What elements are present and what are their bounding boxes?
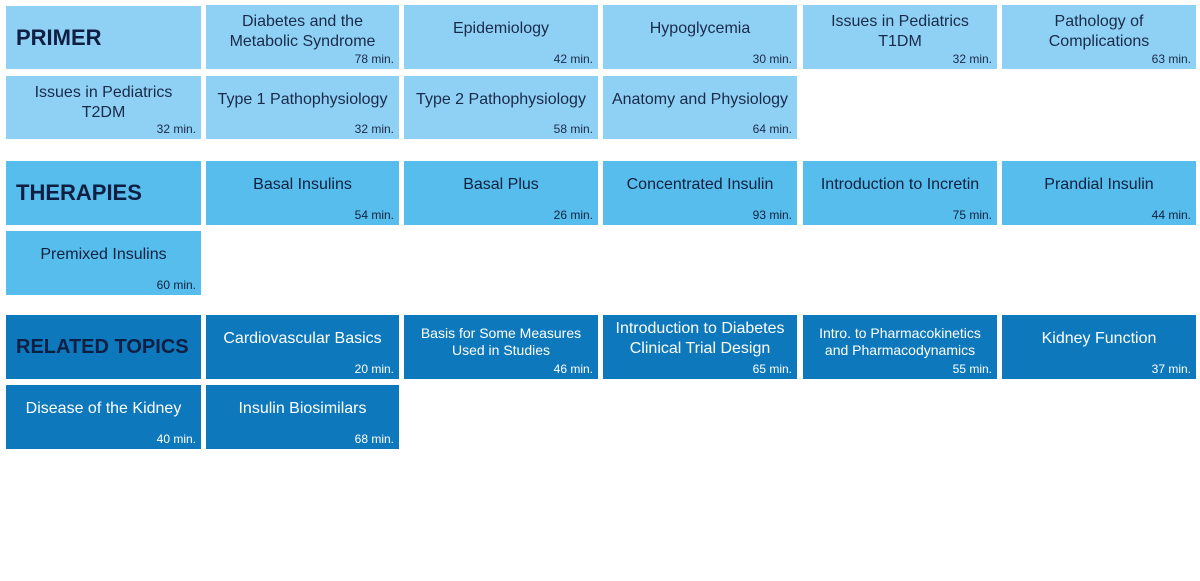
course-tile-cardiovascular-basics[interactable]: Cardiovascular Basics 20 min. <box>206 315 399 379</box>
course-title: Epidemiology <box>452 20 550 37</box>
course-title: Type 1 Pathophysiology <box>217 91 388 108</box>
course-duration: 30 min. <box>752 52 792 66</box>
course-tile-prandial-insulin[interactable]: Prandial Insulin 44 min. <box>1002 161 1196 225</box>
section-heading-therapies: THERAPIES <box>6 161 201 225</box>
course-tile-measures-studies[interactable]: Basis for Some Measures Used in Studies … <box>404 315 598 379</box>
course-title: Cardiovascular Basics <box>223 330 382 347</box>
course-title: Prandial Insulin <box>1044 176 1154 193</box>
course-title: Introduction to Diabetes Clinical Trial … <box>615 320 785 357</box>
course-title: Premixed Insulins <box>40 246 167 263</box>
therapies-heading-text: THERAPIES <box>16 180 142 205</box>
course-tile-pharmacokinetics[interactable]: Intro. to Pharmacokinetics and Pharmacod… <box>803 315 997 379</box>
course-tile-type2-pathophysiology[interactable]: Type 2 Pathophysiology 58 min. <box>404 76 598 139</box>
course-title: Hypoglycemia <box>649 20 751 37</box>
course-tile-insulin-biosimilars[interactable]: Insulin Biosimilars 68 min. <box>206 385 399 449</box>
course-title: Issues in Pediatrics T2DM <box>34 84 173 121</box>
course-duration: 63 min. <box>1151 52 1191 66</box>
course-title: Basis for Some Measures Used in Studies <box>420 325 582 358</box>
course-tile-disease-kidney[interactable]: Disease of the Kidney 40 min. <box>6 385 201 449</box>
course-duration: 60 min. <box>156 278 196 292</box>
course-tile-diabetes-metabolic-syndrome[interactable]: Diabetes and the Metabolic Syndrome 78 m… <box>206 5 399 69</box>
course-title: Type 2 Pathophysiology <box>416 91 586 108</box>
course-title: Kidney Function <box>1041 330 1157 347</box>
course-title: Introduction to Incretin <box>820 176 980 193</box>
course-title: Basal Plus <box>463 176 539 193</box>
course-title: Anatomy and Physiology <box>611 91 789 108</box>
course-title: Pathology of Complications <box>1048 13 1150 50</box>
course-tile-basal-insulins[interactable]: Basal Insulins 54 min. <box>206 161 399 225</box>
course-title: Intro. to Pharmacokinetics and Pharmacod… <box>819 325 981 358</box>
course-duration: 65 min. <box>752 362 792 376</box>
course-duration: 37 min. <box>1151 362 1191 376</box>
section-heading-primer: PRIMER <box>6 6 201 69</box>
course-tile-epidemiology[interactable]: Epidemiology 42 min. <box>404 5 598 69</box>
course-tile-premixed-insulins[interactable]: Premixed Insulins 60 min. <box>6 231 201 295</box>
course-duration: 42 min. <box>553 52 593 66</box>
course-tile-hypoglycemia[interactable]: Hypoglycemia 30 min. <box>603 5 797 69</box>
course-tile-pathology-complications[interactable]: Pathology of Complications 63 min. <box>1002 5 1196 69</box>
course-title: Disease of the Kidney <box>25 400 182 417</box>
course-duration: 32 min. <box>156 122 196 136</box>
course-tile-pediatrics-t2dm[interactable]: Issues in Pediatrics T2DM 32 min. <box>6 76 201 139</box>
course-duration: 32 min. <box>952 52 992 66</box>
course-title: Insulin Biosimilars <box>238 400 367 417</box>
course-title: Issues in Pediatrics T1DM <box>831 13 969 50</box>
course-tile-type1-pathophysiology[interactable]: Type 1 Pathophysiology 32 min. <box>206 76 399 139</box>
primer-heading-text: PRIMER <box>16 24 102 50</box>
section-heading-related-topics: RELATED TOPICS <box>6 315 201 379</box>
course-duration: 58 min. <box>553 122 593 136</box>
course-tile-basal-plus[interactable]: Basal Plus 26 min. <box>404 161 598 225</box>
course-title: Diabetes and the Metabolic Syndrome <box>229 13 376 50</box>
course-tile-kidney-function[interactable]: Kidney Function 37 min. <box>1002 315 1196 379</box>
course-duration: 68 min. <box>354 432 394 446</box>
course-duration: 54 min. <box>354 208 394 222</box>
course-duration: 26 min. <box>553 208 593 222</box>
course-duration: 20 min. <box>354 362 394 376</box>
course-duration: 44 min. <box>1151 208 1191 222</box>
related-heading-text: RELATED TOPICS <box>16 335 189 358</box>
course-tile-clinical-trial-design[interactable]: Introduction to Diabetes Clinical Trial … <box>603 315 797 379</box>
course-duration: 78 min. <box>354 52 394 66</box>
course-tile-concentrated-insulin[interactable]: Concentrated Insulin 93 min. <box>603 161 797 225</box>
course-duration: 46 min. <box>553 362 593 376</box>
course-title: Basal Insulins <box>253 176 352 193</box>
course-duration: 75 min. <box>952 208 992 222</box>
course-duration: 64 min. <box>752 122 792 136</box>
course-title: Concentrated Insulin <box>626 176 774 193</box>
course-duration: 32 min. <box>354 122 394 136</box>
course-duration: 93 min. <box>752 208 792 222</box>
course-duration: 40 min. <box>156 432 196 446</box>
course-duration: 55 min. <box>952 362 992 376</box>
course-tile-pediatrics-t1dm[interactable]: Issues in Pediatrics T1DM 32 min. <box>803 5 997 69</box>
course-tile-anatomy-physiology[interactable]: Anatomy and Physiology 64 min. <box>603 76 797 139</box>
course-tile-introduction-incretin[interactable]: Introduction to Incretin 75 min. <box>803 161 997 225</box>
